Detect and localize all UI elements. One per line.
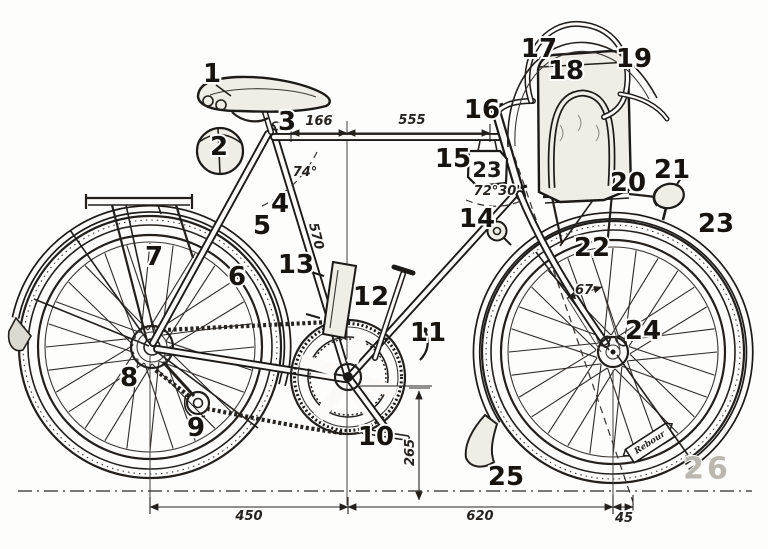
lever [419, 329, 429, 361]
part-label-23: 23 [698, 209, 734, 239]
part-label-5: 5 [253, 211, 271, 241]
dim-top-tube: 555 [398, 113, 425, 128]
part-label-1: 1 [203, 59, 221, 89]
front-wheel [480, 219, 746, 485]
part-label-18: 18 [548, 56, 584, 86]
brake-cable [507, 41, 658, 148]
dim-bb-height: 265 [403, 439, 418, 466]
seat-angle-arc [261, 151, 318, 207]
part-label-10: 10 [358, 422, 394, 452]
wing-nut [599, 335, 611, 347]
saddle-spring [215, 99, 227, 111]
part-label-3: 3 [278, 107, 296, 137]
part-label-11: 11 [410, 318, 446, 348]
plate-number: 23 [472, 158, 501, 182]
part-label-24: 24 [625, 316, 661, 346]
rear-derailleur [161, 360, 211, 419]
pump [372, 264, 429, 361]
dimension-lines [149, 122, 634, 514]
dimension-labels: 166 555 570 74° 72°30' 67 265 450 620 45 [233, 112, 635, 528]
part-number-labels: 1 2 3 4 5 6 7 8 9 10 11 12 13 14 15 16 1… [118, 32, 736, 494]
dim-fork-rake: 67 [575, 283, 594, 298]
part-label-9: 9 [187, 413, 205, 443]
saddle-tool-pouch [195, 126, 245, 176]
seat-tube-case [305, 260, 358, 340]
part-label-14: 14 [459, 204, 495, 234]
dim-head-angle: 72°30' [474, 184, 521, 199]
part-label-25: 25 [488, 462, 524, 492]
part-label-16: 16 [464, 95, 500, 125]
saddle [196, 75, 331, 123]
signature-banner: Rebour [622, 422, 676, 464]
ghost-print-26: 26 [683, 452, 731, 487]
headlamp [652, 177, 685, 221]
part-label-17: 17 [521, 34, 557, 64]
part-label-2: 2 [210, 132, 228, 162]
crankset [289, 318, 410, 441]
rear-rack [84, 194, 195, 342]
part-label-4: 4 [271, 189, 289, 219]
dim-saddle-setback: 166 [305, 114, 332, 129]
dim-trail: 45 [614, 511, 633, 526]
dim-front-center: 620 [466, 509, 493, 524]
handlebars [494, 20, 670, 148]
rear-mudflap [7, 316, 32, 352]
front-mudflap [464, 413, 499, 468]
part-label-19: 19 [616, 44, 652, 74]
dim-rear-center: 450 [234, 509, 262, 524]
saddle-rails [231, 111, 269, 123]
steering-axis-dashed [494, 99, 634, 503]
rally-plate: 23 [466, 140, 509, 188]
rear-fender [7, 204, 292, 429]
part-label-6: 6 [228, 262, 246, 292]
front-wheel-spokes [508, 247, 718, 457]
bell [486, 220, 512, 246]
part-label-8: 8 [120, 363, 138, 393]
part-label-13: 13 [278, 250, 314, 280]
part-label-22: 22 [574, 233, 610, 263]
saddle-spring [202, 95, 214, 107]
seat-clamp-bolt [271, 121, 281, 131]
head-angle-arc [465, 199, 522, 207]
part-label-21: 21 [654, 155, 690, 185]
part-label-7: 7 [145, 242, 163, 272]
pump-handle [391, 264, 416, 276]
dim-seat-angle: 74° [293, 165, 318, 180]
part-label-20: 20 [610, 168, 646, 198]
part-label-15: 15 [435, 144, 471, 174]
front-hub [596, 335, 630, 369]
chain [152, 318, 351, 436]
pump-clips [305, 271, 325, 319]
part-label-12: 12 [353, 282, 389, 312]
